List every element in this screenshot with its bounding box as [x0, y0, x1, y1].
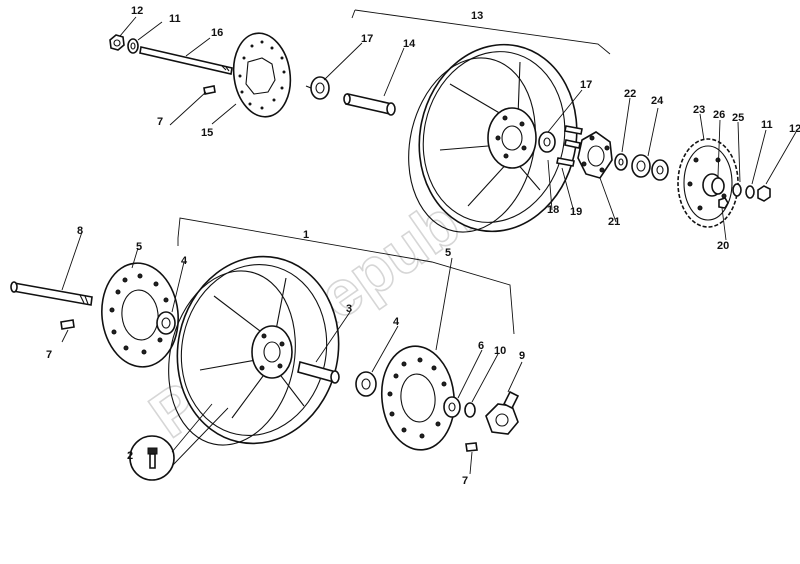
rear-sprocket: [677, 138, 739, 228]
callout-8: 8: [77, 225, 83, 237]
front-wheel-rim: [168, 255, 340, 446]
callout-10: 10: [494, 345, 506, 357]
callout-14: 14: [403, 38, 416, 50]
rear-brake-disc: [232, 32, 292, 118]
rear-wheel-rim: [408, 43, 578, 233]
sprocket-washer-25: [732, 183, 742, 197]
rear-axle-nut: [109, 34, 125, 51]
callout-7-front-right: 7: [462, 475, 468, 487]
carrier-bearings: [631, 154, 669, 181]
front-seal: [443, 396, 461, 418]
front-right-brake-disc: [380, 345, 456, 451]
callout-11: 11: [169, 13, 181, 25]
callout-26: 26: [713, 109, 725, 121]
front-left-disc-screw: [60, 319, 75, 330]
front-right-disc-screw: [465, 442, 478, 452]
callout-13: 13: [471, 10, 483, 22]
callout-12-right: 12: [789, 123, 800, 135]
callout-12: 12: [131, 5, 143, 17]
callout-5-right: 5: [445, 247, 451, 259]
callout-25: 25: [732, 112, 744, 124]
callout-16: 16: [211, 27, 223, 39]
speedometer-drive: [485, 390, 520, 435]
front-bearing-right: [355, 371, 377, 397]
rear-wheel-bearing-right: [538, 131, 556, 153]
front-spacer-10: [464, 402, 476, 418]
tyre-valve-inset: [129, 403, 229, 481]
callout-22: 22: [624, 88, 636, 100]
callout-7-rear: 7: [157, 116, 163, 128]
callout-9: 9: [519, 350, 525, 362]
callout-4-right: 4: [393, 316, 400, 328]
callout-18: 18: [547, 204, 559, 216]
sprocket-bush: [711, 177, 725, 195]
sprocket-nut-20: [718, 197, 729, 209]
callout-7-front-left: 7: [46, 349, 52, 361]
callout-11-right: 11: [761, 119, 773, 131]
sprocket-carrier: [577, 131, 613, 179]
callout-6: 6: [478, 340, 484, 352]
carrier-spacer: [614, 153, 628, 171]
callout-17-right: 17: [580, 79, 592, 91]
front-left-brake-disc: [101, 262, 179, 368]
callout-20: 20: [717, 240, 729, 252]
cush-drive-studs: [556, 125, 583, 167]
front-wheel-spacer: [297, 360, 340, 384]
sprocket-washer-11: [745, 185, 755, 199]
front-axle: [10, 281, 93, 306]
rear-axle: [139, 46, 233, 75]
rear-axle-washer: [127, 38, 139, 54]
callout-24: 24: [651, 95, 664, 107]
rear-wheel-spacer: [343, 93, 396, 116]
callout-15: 15: [201, 127, 213, 139]
callout-numbers: 12 11 16 7 15 17 14 13 17 22 24 23 26 25…: [46, 5, 800, 487]
callout-5-left: 5: [136, 241, 142, 253]
rear-wheel-bearing-left: [305, 76, 330, 100]
callout-23: 23: [693, 104, 705, 116]
callout-2: 2: [127, 450, 133, 462]
callout-19: 19: [570, 206, 582, 218]
rear-disc-screw: [203, 85, 216, 95]
callout-1: 1: [303, 229, 309, 241]
sprocket-nut-12: [757, 185, 771, 202]
callout-17-left: 17: [361, 33, 373, 45]
callout-21: 21: [608, 216, 620, 228]
callout-4-left: 4: [181, 255, 188, 267]
front-bearing-left: [156, 311, 176, 335]
callout-3: 3: [346, 303, 352, 315]
leader-lines: [61, 9, 797, 475]
